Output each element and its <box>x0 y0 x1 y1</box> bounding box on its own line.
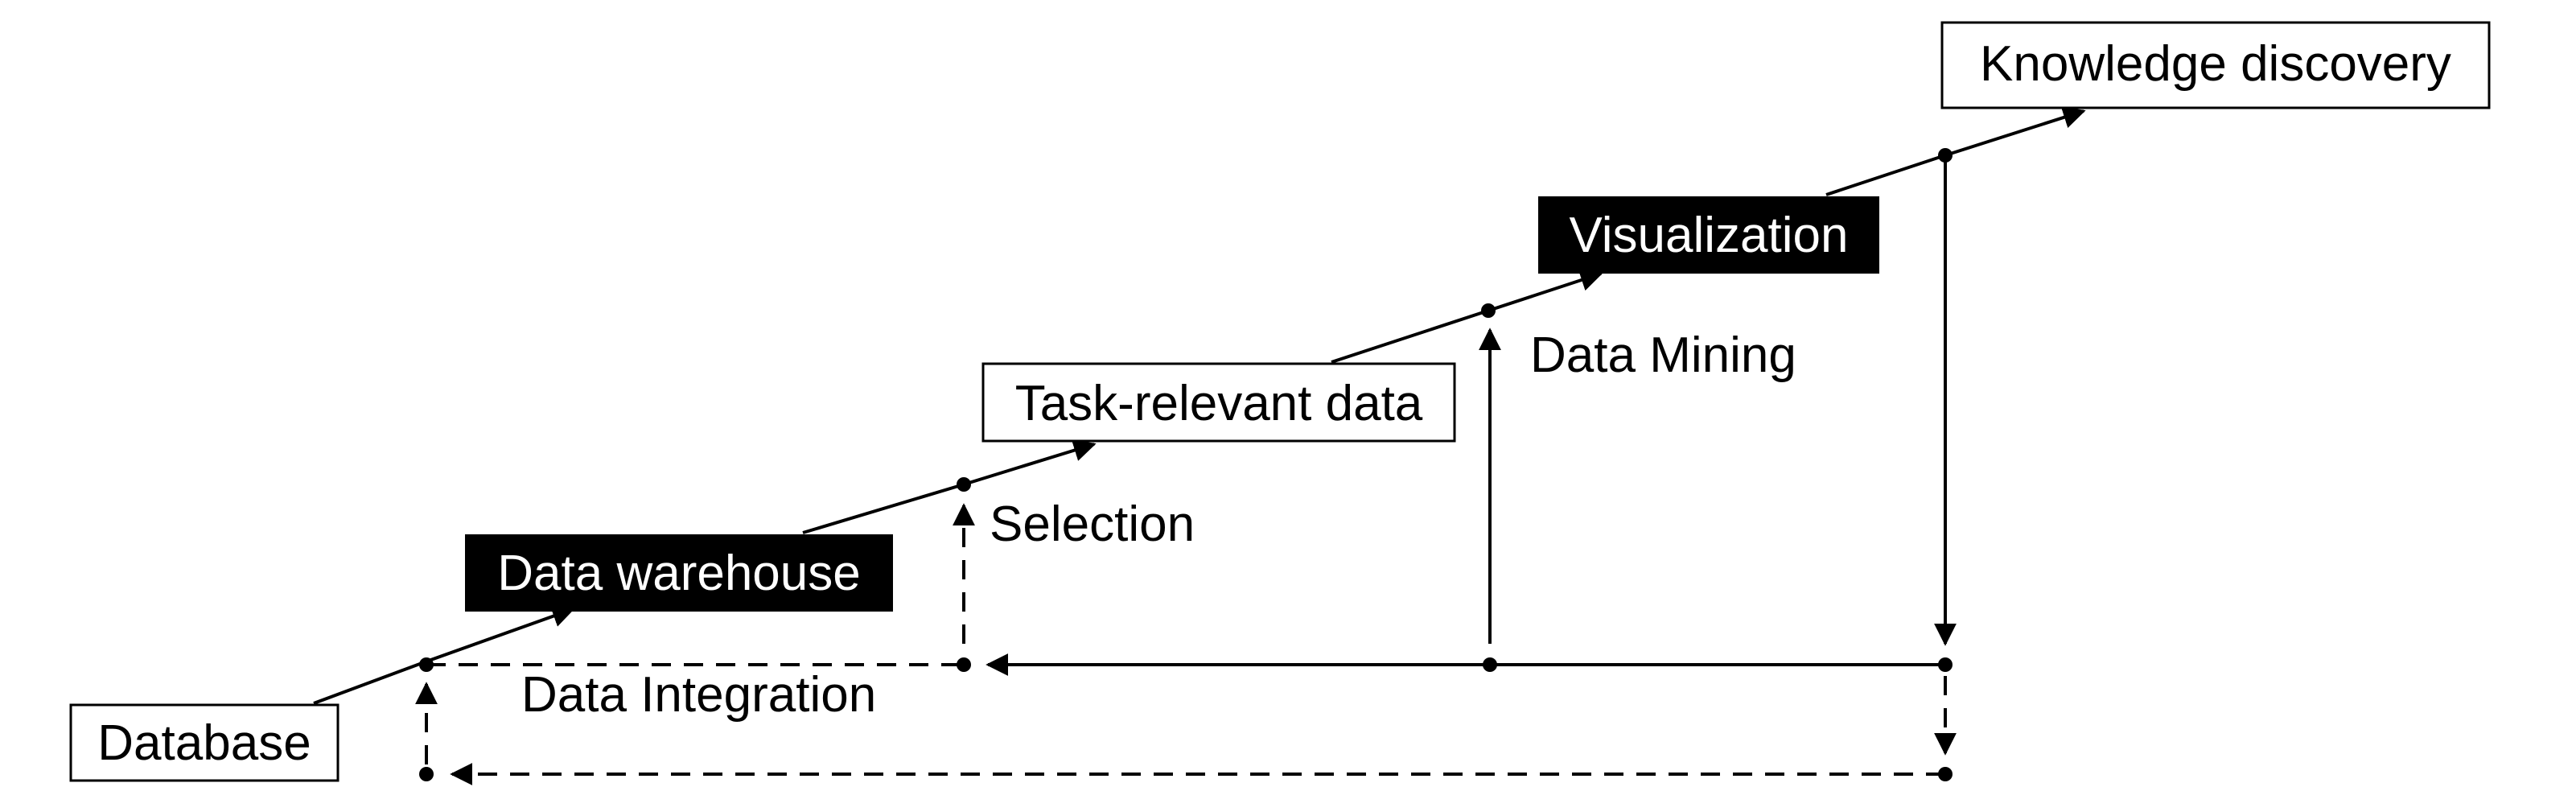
edge-visualization-to-knowledge <box>1825 154 1946 196</box>
junction-dot <box>1938 767 1953 781</box>
junction-dot <box>1938 148 1953 163</box>
node-database-label: Database <box>97 715 311 771</box>
edge-junction-to-data-warehouse <box>426 605 575 663</box>
node-database: Database <box>69 703 339 782</box>
junction-dot <box>419 767 434 781</box>
step-selection-label: Selection <box>990 497 1195 552</box>
junction-dot <box>1483 657 1497 672</box>
node-task-relevant-data: Task-relevant data <box>981 362 1456 443</box>
step-data-integration-label: Data Integration <box>521 667 876 723</box>
step-data-mining-label: Data Mining <box>1530 328 1796 383</box>
junction-dot <box>1938 657 1953 672</box>
edge-task-data-to-mining <box>1331 309 1489 364</box>
node-visualization-label: Visualization <box>1570 208 1849 263</box>
junction-dot <box>957 657 971 672</box>
node-knowledge-discovery: Knowledge discovery <box>1940 21 2491 109</box>
node-task-relevant-data-label: Task-relevant data <box>1015 376 1423 431</box>
node-visualization: Visualization <box>1538 196 1879 274</box>
edge-mining-to-visualization <box>1488 269 1603 312</box>
node-knowledge-discovery-label: Knowledge discovery <box>1980 36 2451 92</box>
junction-dot <box>419 657 434 672</box>
edge-data-warehouse-to-selection <box>802 483 965 534</box>
junction-dot <box>957 477 971 492</box>
junction-dot <box>1481 303 1496 318</box>
edge-database-to-junction <box>313 660 427 705</box>
node-data-warehouse: Data warehouse <box>465 534 893 612</box>
edge-knowledge-junction-to-knowledge <box>1944 106 2086 157</box>
edge-selection-to-task-data <box>963 439 1097 486</box>
node-data-warehouse-label: Data warehouse <box>497 546 861 601</box>
